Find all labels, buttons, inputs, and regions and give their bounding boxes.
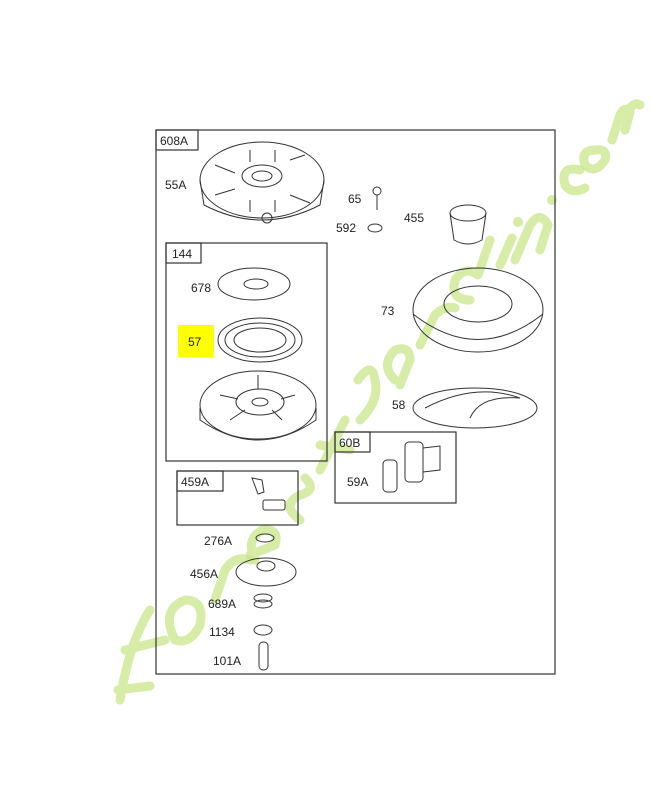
part-label-276A[interactable]: 276A [204,534,232,548]
group-459A-tag [176,470,224,492]
part-678-washer-drawing[interactable] [217,267,291,301]
part-label-58[interactable]: 58 [392,398,406,412]
group-60B-box [334,431,457,504]
part-73-plate-drawing[interactable] [412,267,544,353]
part-689A-spring-drawing[interactable] [253,593,273,609]
part-label-1134[interactable]: 1134 [209,625,235,639]
part-label-73[interactable]: 73 [381,304,395,318]
part-592-nut-drawing[interactable] [367,223,383,233]
part-65-bolt-drawing[interactable] [372,186,382,210]
part-455-cup-drawing[interactable] [449,204,487,245]
part-label-592[interactable]: 592 [336,221,356,235]
group-144-tag [165,242,202,264]
part-456A-retainer-drawing[interactable] [235,557,297,587]
group-608A-label: 608A [160,134,188,148]
part-label-456A[interactable]: 456A [190,567,218,581]
part-label-55A[interactable]: 55A [165,178,186,192]
part-1134-washer-drawing[interactable] [253,624,273,636]
group-608A-box [155,129,556,675]
group-60B-label: 60B [339,436,360,450]
part-101A-pin-drawing[interactable] [258,641,269,671]
part-label-689A[interactable]: 689A [208,597,236,611]
part-459A-pawl-drawing[interactable] [251,477,286,511]
part-276A-drawing[interactable] [255,533,275,543]
part-label-101A[interactable]: 101A [213,654,241,668]
part-58-rope-drawing[interactable] [412,387,538,429]
group-459A-label: 459A [181,475,209,489]
watermark-logo [113,99,645,705]
part-label-65[interactable]: 65 [348,192,362,206]
part-label-57[interactable]: 57 [188,335,202,349]
part-label-59A[interactable]: 59A [347,475,368,489]
part-59A-handle-drawing[interactable] [382,441,441,493]
group-608A-tag [155,129,199,151]
group-459A-box [176,470,299,526]
part-57-spring-drawing[interactable] [217,317,303,363]
group-144-label: 144 [172,247,192,261]
part-label-455[interactable]: 455 [404,211,424,225]
group-60B-tag [334,431,371,453]
highlight-57 [178,325,214,357]
part-pulley-drawing[interactable] [199,370,317,441]
part-55A-housing-drawing[interactable] [199,141,325,224]
part-label-678[interactable]: 678 [191,281,211,295]
group-144-box [165,242,328,462]
